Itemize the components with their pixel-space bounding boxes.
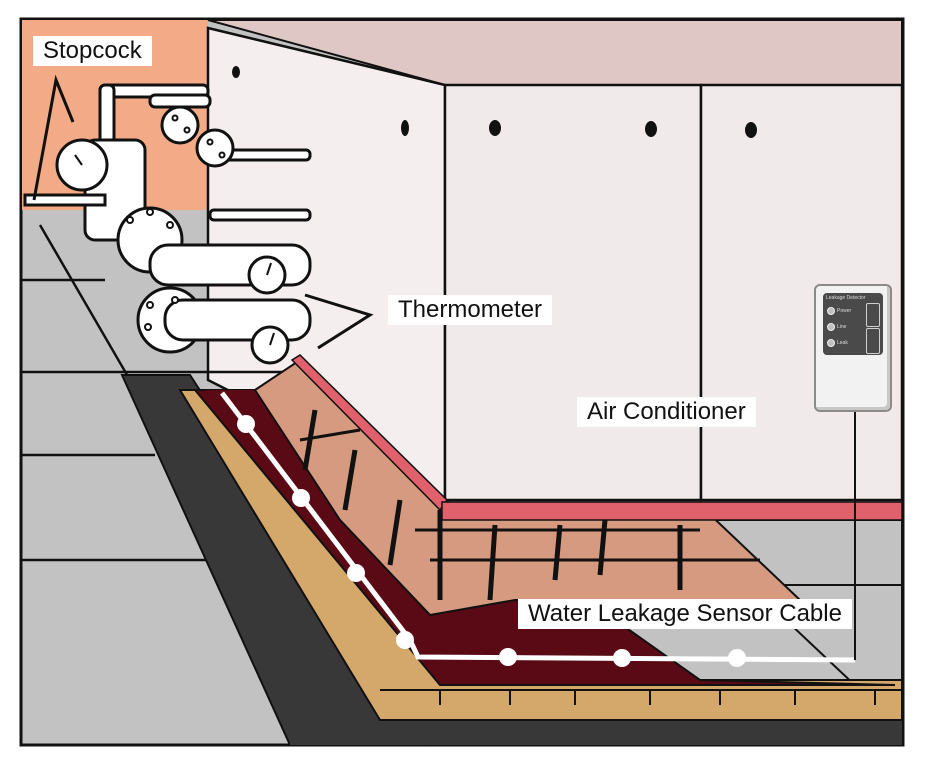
flange-bolts — [126, 114, 226, 331]
floor-tiles — [22, 224, 300, 562]
wood-frame-ticks — [380, 689, 902, 705]
indicator-label: Leak — [837, 340, 848, 346]
indicator-label: Power — [837, 308, 852, 314]
cabinet-red-trim-front — [441, 501, 903, 521]
indicator-label: Line — [837, 324, 847, 330]
leak-led-icon — [827, 339, 835, 347]
indicator-leak: Leak — [827, 339, 848, 347]
power-led-icon — [827, 307, 835, 315]
thermometer-label: Thermometer — [388, 295, 553, 325]
cabinet-locks — [232, 66, 757, 138]
indicator-power: Power — [827, 307, 851, 315]
base-supports — [302, 409, 683, 601]
test-button — [866, 303, 880, 327]
leader-lines — [32, 74, 374, 350]
pipe-assembly — [23, 83, 312, 365]
stopcock-label: Stopcock — [33, 36, 152, 66]
cabinet-front-panel-1 — [443, 83, 703, 502]
reset-button — [866, 328, 880, 354]
base-joints — [299, 428, 760, 562]
cable-sensor-nodes — [237, 415, 746, 667]
indicator-line: Line — [827, 323, 846, 331]
detector-title: Leakage Detector — [826, 295, 866, 301]
line-led-icon — [827, 323, 835, 331]
sensor-cable-label: Water Leakage Sensor Cable — [518, 599, 852, 629]
cabinet-red-trim-left — [290, 354, 448, 512]
leakage-detector-device: Leakage Detector Power Line Leak — [814, 284, 892, 412]
air-conditioner-label: Air Conditioner — [577, 397, 756, 427]
detector-panel: Leakage Detector Power Line Leak — [823, 293, 883, 355]
sensor-cable — [220, 391, 856, 663]
